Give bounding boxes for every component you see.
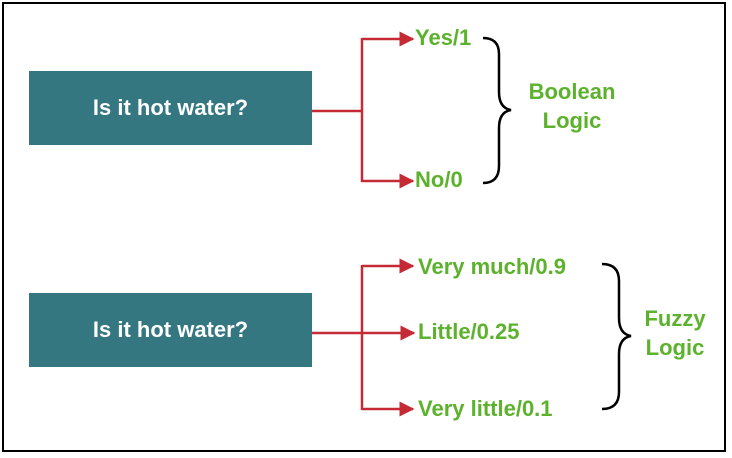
answer-little: Little/0.25 (418, 319, 520, 344)
answer-yes: Yes/1 (415, 25, 472, 50)
boolean-question-text: Is it hot water? (92, 95, 249, 120)
fuzzy-question-box: Is it hot water? (29, 293, 312, 367)
boolean-logic-label-line2: Logic (542, 108, 602, 133)
boolean-logic-label: Boolean Logic (516, 77, 628, 135)
fuzzy-logic-label-line2: Logic (645, 335, 705, 360)
answer-no: No/0 (415, 167, 463, 192)
boolean-brace-icon (482, 36, 512, 185)
fuzzy-logic-label: Fuzzy Logic (632, 304, 718, 362)
fuzzy-question-text: Is it hot water? (92, 317, 249, 342)
boolean-logic-label-line1: Boolean (528, 79, 616, 104)
fuzzy-connectors (312, 258, 416, 417)
boolean-connectors (312, 31, 415, 189)
fuzzy-brace-icon (601, 262, 632, 411)
diagram-frame (2, 2, 726, 452)
boolean-question-box: Is it hot water? (29, 71, 312, 145)
answer-very-much: Very much/0.9 (418, 254, 566, 279)
fuzzy-logic-label-line1: Fuzzy (644, 306, 706, 331)
answer-very-little: Very little/0.1 (418, 396, 553, 421)
